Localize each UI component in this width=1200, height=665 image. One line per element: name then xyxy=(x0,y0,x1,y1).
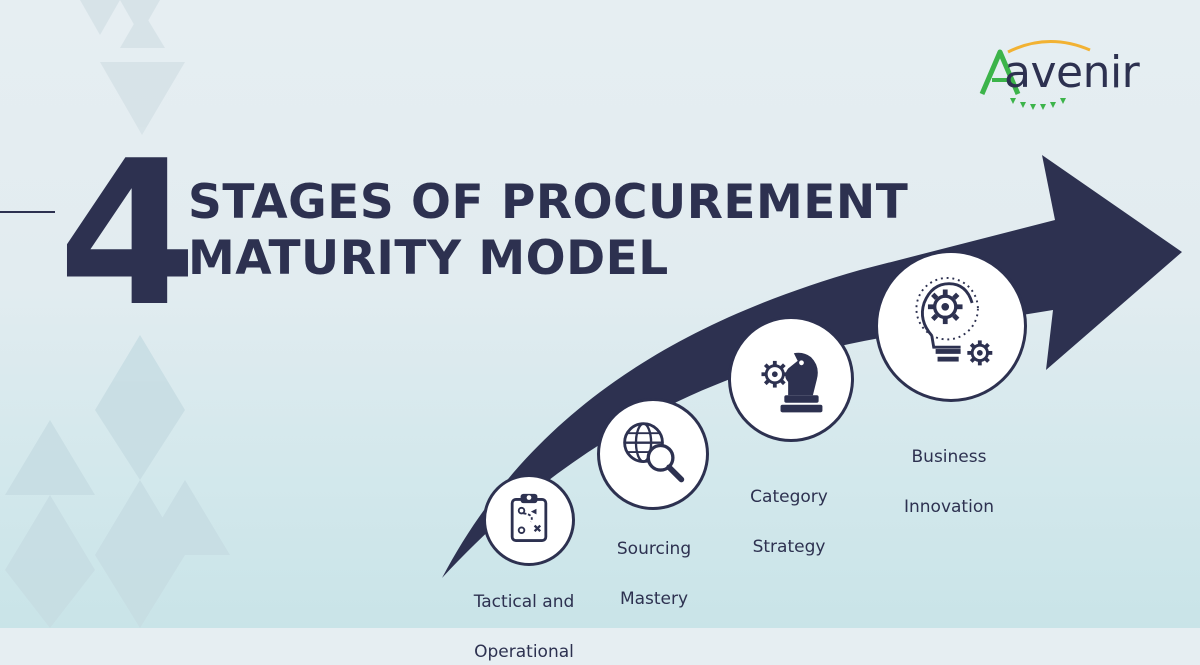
clipboard-strategy-icon xyxy=(510,493,548,542)
stage-1-label: Tactical and Operational xyxy=(458,565,590,665)
stage-2-label: Sourcing Mastery xyxy=(592,512,716,612)
stage-4-badge[interactable] xyxy=(875,250,1027,402)
logo-wordmark: avenir xyxy=(1004,47,1140,98)
stage-3-label-line-1: Category xyxy=(750,487,828,507)
stage-1-label-line-2: Operational xyxy=(474,642,574,662)
page-title: STAGES OF PROCUREMENT MATURITY MODEL xyxy=(188,175,908,287)
stage-2-badge[interactable] xyxy=(597,398,709,510)
stage-3-label: Category Strategy xyxy=(726,460,852,560)
title-line-1: STAGES OF PROCUREMENT xyxy=(188,175,909,230)
growth-arrow xyxy=(442,155,1182,578)
background-triangle-pattern xyxy=(5,0,230,628)
globe-search-icon xyxy=(623,422,685,483)
decorative-dash xyxy=(0,211,55,213)
stage-4-label-line-1: Business xyxy=(911,447,987,467)
logo-mark-icon xyxy=(979,40,1091,110)
stage-2-label-line-2: Mastery xyxy=(619,589,689,609)
avenir-logo[interactable]: avenir xyxy=(978,36,1168,116)
stage-count-number: 4 xyxy=(58,118,197,351)
stage-3-label-line-2: Strategy xyxy=(752,537,826,557)
stage-3-badge[interactable] xyxy=(728,316,854,442)
stage-4-label: Business Innovation xyxy=(884,420,1014,520)
stage-2-label-line-1: Sourcing xyxy=(616,539,692,559)
stage-1-badge[interactable] xyxy=(483,474,575,566)
title-line-2: MATURITY MODEL xyxy=(188,231,669,286)
stage-4-label-line-2: Innovation xyxy=(903,497,994,517)
stage-1-label-line-1: Tactical and xyxy=(473,592,575,612)
chess-knight-gear-icon xyxy=(761,352,823,413)
lightbulb-gears-icon xyxy=(915,277,993,366)
